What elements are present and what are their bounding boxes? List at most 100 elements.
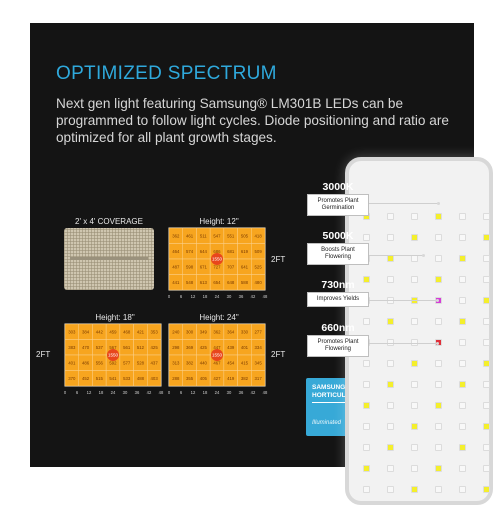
badge-line3: Illuminated: [312, 420, 342, 426]
map-cell-value: 528: [137, 360, 145, 365]
led-diode: [435, 360, 442, 367]
map-cell-value: 382: [241, 376, 249, 381]
led-diode: [459, 213, 466, 220]
map-cell-value: 334: [255, 345, 263, 350]
map-cell-value: 671: [200, 264, 208, 269]
map-cell-value: 681: [227, 249, 235, 254]
map-cell-value: 537: [96, 345, 104, 350]
leader-730nm: [369, 300, 437, 301]
led-diode: [459, 381, 466, 388]
led-diode: [459, 255, 466, 262]
map-x-tick: 12: [191, 294, 196, 299]
map-cell-value: 459: [109, 329, 117, 334]
map-center-spot: [107, 349, 119, 361]
led-diode: [387, 486, 394, 493]
board-stripe: [70, 257, 148, 260]
map-cell-value: 648: [227, 280, 235, 285]
led-diode: [387, 276, 394, 283]
led-diode: [483, 297, 490, 304]
map-cell-value: 468: [123, 329, 131, 334]
led-diode: [387, 339, 394, 346]
map-cell-value: 541: [109, 376, 117, 381]
led-diode: [435, 255, 442, 262]
led-diode: [459, 339, 466, 346]
map-24-label: Height: 24": [199, 313, 239, 322]
led-diode: [459, 360, 466, 367]
map-x-tick: 6: [180, 294, 183, 299]
map-cell-value: 551: [227, 233, 235, 238]
map-center-value: 1550: [212, 257, 223, 262]
map-x-tick: 18: [99, 390, 104, 395]
map-cell-value: 421: [137, 329, 145, 334]
led-diode: [459, 234, 466, 241]
map-x-tick: 18: [203, 294, 208, 299]
description-text: Next gen light featuring Samsung® LM301B…: [56, 96, 449, 145]
map-cell-value: 383: [68, 345, 76, 350]
spectrum-3000k-desc: Promotes Plant Germination: [307, 194, 369, 216]
map-24-side-label: 2FT: [271, 350, 286, 359]
led-diode: [387, 465, 394, 472]
map-x-tick: 42: [251, 390, 256, 395]
map-cell-value: 512: [137, 345, 145, 350]
map-cell-value: 437: [151, 360, 159, 365]
led-diode: [387, 234, 394, 241]
map-cell-value: 313: [172, 360, 180, 365]
map-x-tick: 24: [215, 294, 220, 299]
map-x-tick: 0: [168, 390, 171, 395]
map-cell-value: 447: [213, 345, 221, 350]
led-diode: [483, 213, 490, 220]
map-cell-value: 452: [82, 376, 90, 381]
map-cell-value: 349: [200, 329, 208, 334]
map-cell-value: 362: [213, 329, 221, 334]
led-diode: [363, 423, 370, 430]
map-cell-value: 355: [186, 376, 194, 381]
map-cell-value: 442: [96, 329, 104, 334]
map-x-tick: 12: [87, 390, 92, 395]
led-diode: [363, 276, 370, 283]
led-diode: [483, 276, 490, 283]
map-cell-value: 567: [109, 345, 117, 350]
led-diode: [483, 255, 490, 262]
map-cell-value: 487: [172, 264, 180, 269]
led-diode: [435, 276, 442, 283]
map-cell-value: 364: [227, 329, 235, 334]
map-cell-value: 464: [172, 249, 180, 254]
map-x-tick: 24: [111, 390, 116, 395]
led-diode: [435, 213, 442, 220]
map-12-side-label: 2FT: [271, 255, 286, 264]
map-cell-value: 588: [241, 280, 249, 285]
map-cell-value: 317: [255, 376, 263, 381]
map-cell-value: 525: [255, 264, 263, 269]
spectrum-660nm-desc: Promotes Plant Flowering: [307, 335, 369, 357]
map-cell-value: 592: [109, 360, 117, 365]
led-diode: [411, 318, 418, 325]
map-cell-value: 707: [227, 264, 235, 269]
leader-dot-730nm: [436, 299, 439, 302]
map-x-tick: 36: [239, 390, 244, 395]
leader-660nm: [369, 343, 437, 344]
led-diode: [435, 234, 442, 241]
led-diode: [459, 465, 466, 472]
map-cell-value: 240: [172, 329, 180, 334]
map-cell-value: 345: [255, 360, 263, 365]
led-diode: [459, 297, 466, 304]
map-12-label: Height: 12": [199, 217, 239, 226]
map-cell-value: 419: [227, 376, 235, 381]
map-cell-value: 486: [82, 360, 90, 365]
spectrum-5000k-title: 5000K: [322, 230, 354, 242]
led-diode: [411, 339, 418, 346]
map-cell-value: 619: [241, 249, 249, 254]
map-cell-value: 369: [186, 345, 194, 350]
led-diode: [363, 318, 370, 325]
map-cell-value: 727: [213, 264, 221, 269]
map-cell-value: 556: [96, 360, 104, 365]
map-x-tick: 0: [64, 390, 67, 395]
map-x-tick: 48: [263, 390, 268, 395]
led-diode: [363, 381, 370, 388]
map-cell-value: 577: [123, 360, 131, 365]
map-cell-value: 401: [241, 345, 249, 350]
map-cell-value: 533: [123, 376, 131, 381]
led-diode: [411, 465, 418, 472]
led-diode: [435, 318, 442, 325]
led-diode: [387, 381, 394, 388]
